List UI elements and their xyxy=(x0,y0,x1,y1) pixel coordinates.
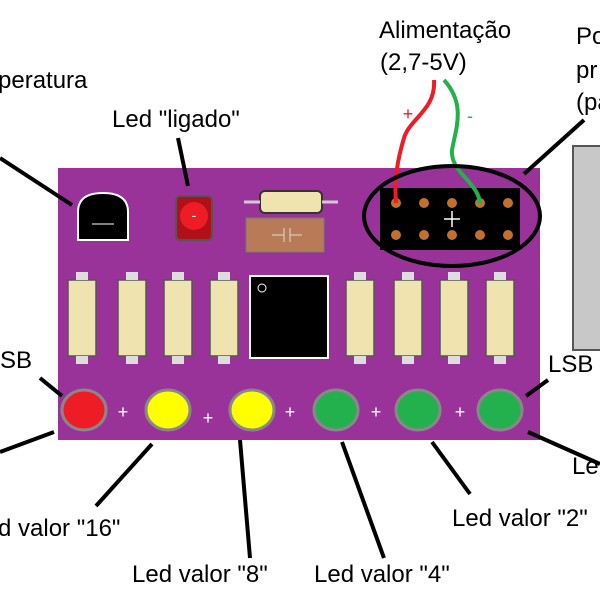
plus-sign-5: + xyxy=(455,402,466,422)
led-2-label: Led valor "2" xyxy=(452,505,588,532)
lsb-right-label: LSB xyxy=(548,351,594,378)
led-4a xyxy=(228,388,276,432)
led-8 xyxy=(144,388,192,432)
microchip xyxy=(249,275,329,359)
capacitor xyxy=(245,217,325,253)
led-16-label: d valor "16" xyxy=(0,515,121,542)
led-16 xyxy=(60,388,108,432)
plus-sign-1: + xyxy=(118,402,129,422)
temperature-sensor xyxy=(77,191,129,241)
temperature-label: peratura xyxy=(0,67,88,94)
plus-sign-2: + xyxy=(203,408,214,428)
header-highlight xyxy=(362,164,542,268)
resistor-row xyxy=(67,279,515,357)
led-4-label: Led valor "4" xyxy=(314,561,450,588)
pin-header xyxy=(380,188,520,250)
port-line-1: Po xyxy=(576,23,600,50)
wire-plus-label: + xyxy=(403,104,414,124)
power-range: (2,7-5V) xyxy=(380,49,467,76)
led-row xyxy=(60,388,524,432)
led-right-label: Le xyxy=(572,453,599,480)
plus-sign-4: + xyxy=(371,402,382,422)
plus-sign-3: + xyxy=(285,402,296,422)
led-2 xyxy=(394,388,442,432)
green-wire xyxy=(442,78,482,204)
pointer-lines xyxy=(0,118,600,559)
led-4b xyxy=(312,388,360,432)
led-on-label: Led "ligado" xyxy=(112,106,240,133)
side-component xyxy=(572,145,600,351)
led-8-label: Led valor "8" xyxy=(132,561,268,588)
crystal xyxy=(244,190,338,214)
power-title: Alimentação xyxy=(379,17,512,44)
port-line-2: pr xyxy=(576,57,598,84)
power-led: - xyxy=(175,195,213,241)
led-1 xyxy=(476,388,524,432)
wire-minus-label: - xyxy=(467,106,473,126)
power-led-minus: - xyxy=(192,207,197,223)
port-line-3: (pa xyxy=(576,89,600,116)
lsb-left-label: SB xyxy=(0,347,33,374)
red-wire xyxy=(393,79,437,204)
